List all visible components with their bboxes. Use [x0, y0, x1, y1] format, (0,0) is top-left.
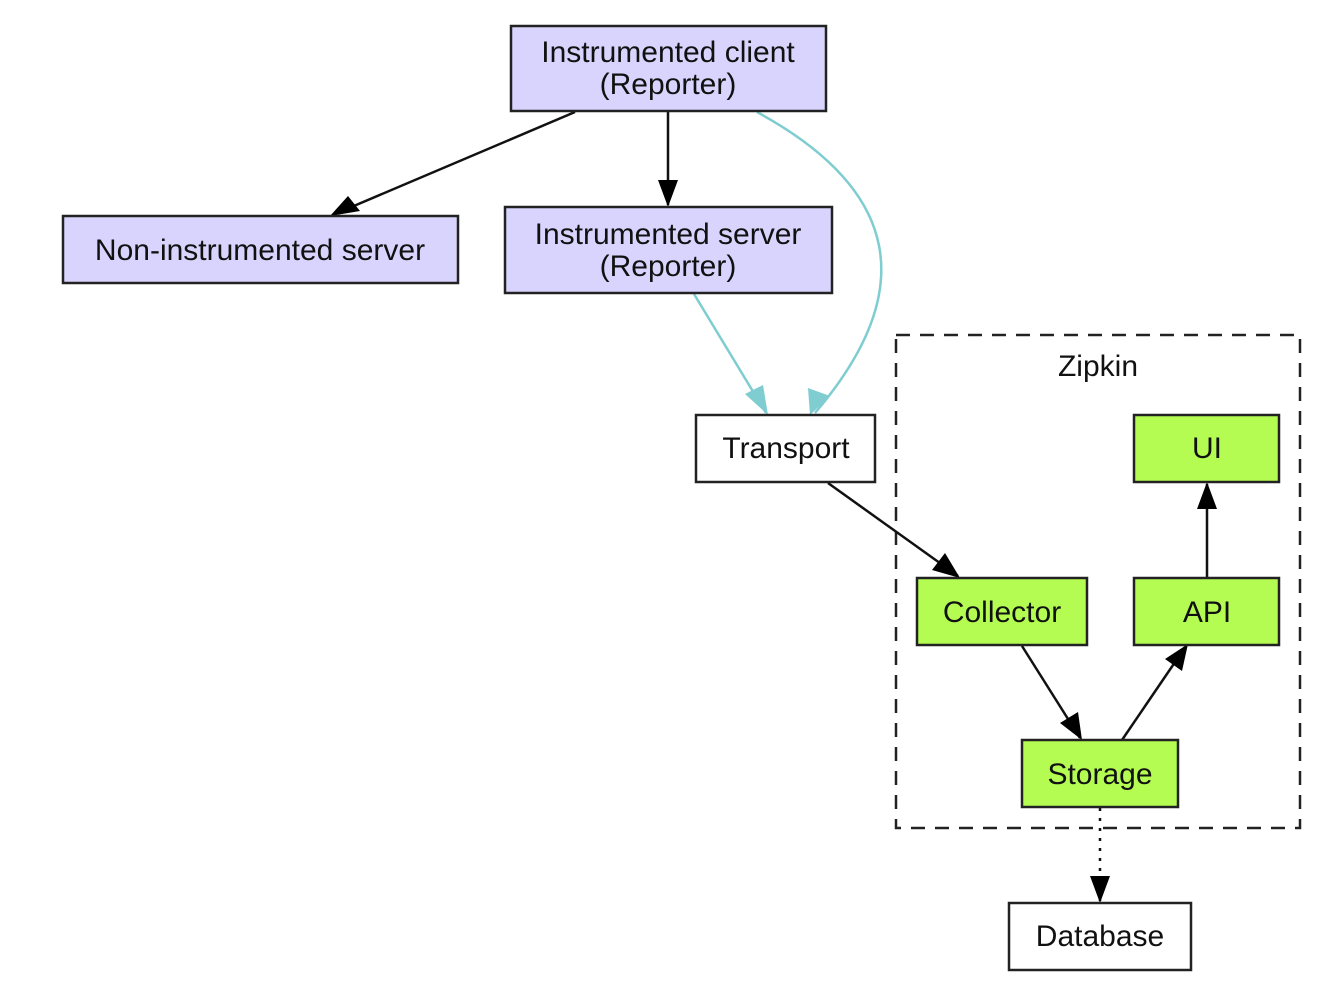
zipkin-cluster: Zipkin — [894, 333, 1302, 830]
node-label: (Reporter) — [600, 250, 737, 283]
arrowhead — [1060, 712, 1082, 740]
node-ui: UI — [1132, 413, 1281, 484]
node-storage: Storage — [1020, 738, 1180, 809]
edge-transport-collector — [827, 481, 959, 578]
arrowhead — [1090, 876, 1110, 903]
node-label: Collector — [943, 596, 1061, 629]
node-instrumented-client: Instrumented client (Reporter) — [509, 24, 828, 113]
arrowhead — [745, 385, 768, 415]
node-label: Non-instrumented server — [95, 234, 425, 267]
arrowhead — [1165, 644, 1188, 671]
cluster-label: Zipkin — [1058, 350, 1138, 383]
edge-client-nonserver — [334, 110, 576, 216]
node-database: Database — [1007, 901, 1193, 972]
node-label: Instrumented client — [541, 36, 795, 69]
node-label: Transport — [722, 432, 850, 465]
node-label: Storage — [1047, 758, 1152, 791]
arrowhead — [808, 388, 830, 415]
node-label: API — [1183, 596, 1231, 629]
node-label: Instrumented server — [535, 218, 802, 251]
node-collector: Collector — [915, 576, 1089, 647]
node-non-instrumented-server: Non-instrumented server — [61, 214, 460, 285]
node-label: (Reporter) — [600, 68, 737, 101]
node-api: API — [1132, 576, 1281, 647]
arrowhead — [932, 553, 960, 578]
node-transport: Transport — [694, 413, 877, 484]
node-label: Database — [1036, 920, 1164, 953]
arrowhead — [658, 180, 678, 207]
arrowhead — [1197, 482, 1217, 509]
node-label: UI — [1192, 432, 1222, 465]
edge-client-transport — [756, 110, 883, 414]
arrowhead — [330, 196, 360, 216]
node-instrumented-server: Instrumented server (Reporter) — [503, 205, 834, 295]
